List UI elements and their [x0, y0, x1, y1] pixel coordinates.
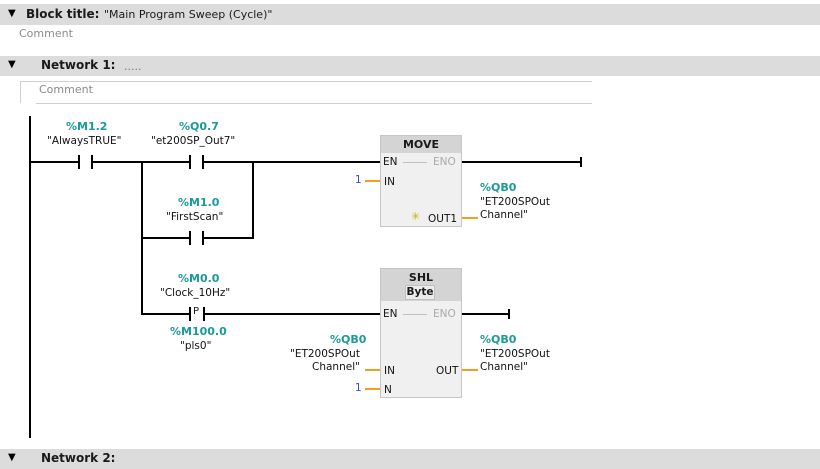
shl-in-name-2[interactable]: Channel": [312, 361, 360, 373]
network1-title[interactable]: .....: [124, 60, 142, 73]
block-title-label: Block title:: [26, 7, 100, 21]
shl-in-address: %QB0: [330, 333, 367, 346]
contact-address: %M1.0: [178, 196, 220, 209]
move-eno-pin: ENO: [433, 156, 456, 168]
edge-memory-name: "pls0": [180, 340, 212, 352]
shl-out-address: %QB0: [480, 333, 517, 346]
collapse-triangle-icon[interactable]: ▼: [8, 59, 16, 70]
contact-name: "AlwaysTRUE": [47, 135, 122, 147]
contact-left-bar: [189, 155, 191, 169]
move-block-title: MOVE: [381, 136, 461, 153]
block-comment[interactable]: Comment: [19, 27, 73, 40]
contact-right-bar: [91, 155, 93, 169]
network1-header[interactable]: ▼ Network 1: .....: [0, 56, 820, 76]
network-left-border: [20, 81, 21, 103]
contact-address: %M0.0: [178, 272, 220, 285]
rung-wire: [462, 313, 510, 315]
move-out-address: %QB0: [480, 181, 517, 194]
move-out1-pin: OUT1: [428, 213, 458, 225]
shl-n-pin: N: [384, 384, 392, 396]
edge-p-label: P: [193, 306, 200, 317]
rung-wire: [205, 313, 380, 315]
en-eno-line: [403, 314, 427, 315]
edge-memory-address: %M100.0: [170, 325, 227, 338]
shl-in-pin: IN: [384, 365, 395, 377]
network1-comment[interactable]: Comment: [39, 83, 93, 96]
contact-address: %Q0.7: [179, 120, 219, 133]
contact-right-bar: [203, 307, 205, 321]
network2-label: Network 2:: [41, 451, 116, 465]
contact-left-bar: [189, 231, 191, 245]
contact-address: %M1.2: [66, 120, 108, 133]
move-in-pin: IN: [384, 176, 395, 188]
branch-wire: [252, 161, 254, 238]
contact-right-bar: [202, 231, 204, 245]
contact-left-bar: [78, 155, 80, 169]
rung-wire: [141, 237, 189, 239]
shl-n-wire: [365, 388, 380, 390]
rung-wire: [204, 161, 380, 163]
rung-end: [580, 157, 582, 167]
move-in-constant[interactable]: 1: [355, 174, 362, 186]
move-out1-wire: [462, 217, 478, 219]
shl-n-constant[interactable]: 1: [355, 382, 362, 394]
collapse-triangle-icon[interactable]: ▼: [8, 452, 16, 463]
move-in-wire: [365, 180, 380, 182]
collapse-triangle-icon[interactable]: ▼: [8, 8, 16, 19]
block-title-value[interactable]: "Main Program Sweep (Cycle)": [104, 8, 273, 21]
move-out-name-2[interactable]: Channel": [480, 209, 528, 221]
shl-block[interactable]: SHL Byte: [380, 268, 462, 398]
en-eno-line: [403, 162, 427, 163]
rung-wire: [462, 161, 582, 163]
shl-out-name-2[interactable]: Channel": [480, 361, 528, 373]
move-block[interactable]: MOVE: [380, 135, 462, 227]
sparkle-icon: ✳: [411, 210, 421, 223]
contact-name: "et200SP_Out7": [151, 135, 236, 147]
shl-eno-pin: ENO: [433, 308, 456, 320]
shl-in-name-1[interactable]: "ET200SPOut: [290, 348, 360, 360]
rung-end: [508, 309, 510, 319]
shl-out-pin: OUT: [436, 365, 459, 377]
contact-name: "FirstScan": [166, 211, 224, 223]
block-title-bar[interactable]: ▼ Block title: "Main Program Sweep (Cycl…: [0, 4, 820, 25]
shl-en-pin: EN: [383, 308, 398, 320]
shl-out-wire: [462, 369, 478, 371]
network1-comment-line: [20, 81, 592, 82]
network2-header[interactable]: ▼ Network 2:: [0, 449, 820, 469]
shl-out-name-1[interactable]: "ET200SPOut: [480, 348, 550, 360]
power-rail: [29, 116, 31, 438]
move-out-name-1[interactable]: "ET200SPOut: [480, 196, 550, 208]
shl-datatype[interactable]: Byte: [405, 285, 435, 300]
rung-wire: [31, 161, 78, 163]
move-en-pin: EN: [383, 156, 398, 168]
rung-wire: [204, 237, 254, 239]
contact-right-bar: [202, 155, 204, 169]
network1-comment-underline: [36, 103, 592, 104]
shl-in-wire: [365, 369, 380, 371]
contact-left-bar: [189, 307, 191, 321]
branch-wire: [141, 161, 143, 238]
rung-wire: [141, 313, 189, 315]
contact-name: "Clock_10Hz": [160, 287, 231, 299]
network1-label: Network 1:: [41, 58, 116, 72]
branch-wire: [141, 237, 143, 314]
